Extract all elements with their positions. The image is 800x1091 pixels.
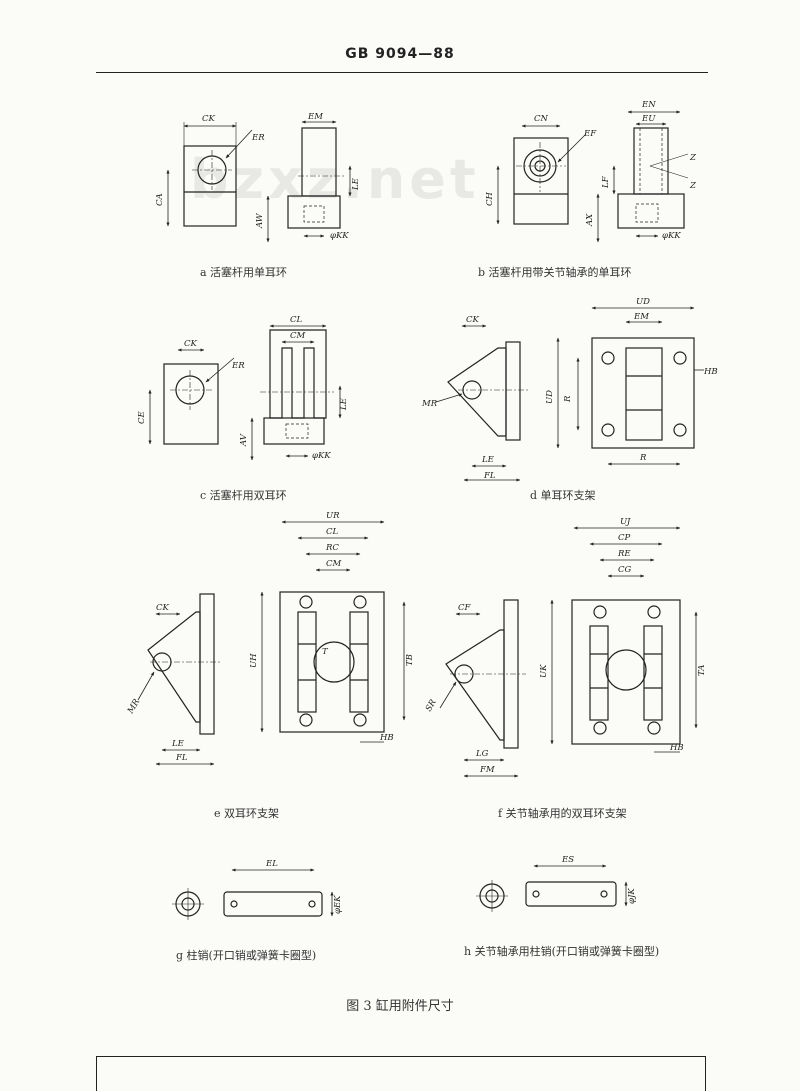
dim-label: RE [617, 549, 631, 559]
dim-label: UK [539, 664, 549, 678]
dim-label: HB [379, 733, 394, 743]
dim-label: R [639, 453, 647, 463]
dim-label: HB [669, 743, 684, 753]
dim-label: CA [155, 193, 165, 206]
dim-label: FL [483, 471, 496, 481]
dim-label: ES [561, 855, 574, 865]
dim-label: CK [466, 315, 480, 325]
dim-label: ER [251, 133, 265, 143]
dim-label: CK [202, 114, 216, 124]
caption-c: c 活塞杆用双耳环 [200, 489, 287, 502]
drawing-e [137, 520, 406, 766]
dim-label: LE [339, 397, 349, 411]
dim-label: CN [534, 114, 549, 124]
dim-label: CP [618, 533, 631, 543]
dim-label: CL [326, 527, 339, 537]
dim-label: UJ [620, 517, 631, 527]
dim-label: SR [424, 697, 439, 713]
dim-label: FL [175, 753, 188, 763]
figure-caption: 图 3 缸用附件尺寸 [346, 999, 454, 1014]
drawing-c [148, 324, 342, 461]
caption-f: f 关节轴承用的双耳环支架 [498, 807, 627, 820]
drawing-h [476, 864, 628, 912]
dim-label: AW [255, 212, 265, 229]
dim-label: CF [458, 603, 472, 613]
dim-label: CM [326, 559, 342, 569]
dim-label: CG [618, 565, 632, 575]
dim-label: LE [481, 455, 495, 465]
dim-label: φJK [627, 888, 637, 904]
caption-e: e 双耳环支架 [214, 807, 280, 820]
caption-h: h 关节轴承用柱销(开口销或弹簧卡圈型) [464, 945, 660, 958]
dim-label: φEK [333, 895, 343, 914]
dim-label: CL [290, 315, 303, 325]
dim-label: MR [125, 697, 142, 716]
dim-label: UD [636, 297, 650, 307]
dim-label: TA [697, 665, 707, 676]
dim-label: MR [421, 399, 438, 409]
drawing-f [439, 526, 698, 778]
drawing-g [172, 868, 334, 920]
caption-g: g 柱销(开口销或弹簧卡圈型) [176, 949, 317, 962]
dim-label: EM [307, 112, 323, 122]
drawing-a [166, 120, 352, 243]
caption-a: a 活塞杆用单耳环 [200, 266, 288, 279]
dim-label: T [322, 647, 329, 657]
dim-label: RC [325, 543, 339, 553]
dim-label: CH [485, 191, 495, 206]
drawing-d [435, 306, 704, 482]
dim-label: UD [545, 390, 555, 404]
dim-label: TB [405, 654, 415, 666]
dim-label: UR [326, 511, 340, 521]
dim-label: EU [641, 114, 656, 124]
header-rule [96, 72, 708, 73]
dim-label: FM [479, 765, 495, 775]
dim-label: CK [184, 339, 198, 349]
dim-label: EN [641, 100, 656, 110]
dim-label: φKK [662, 231, 681, 241]
dim-label: Z [689, 181, 697, 191]
dim-label: EF [583, 129, 597, 139]
dim-label: UH [249, 653, 259, 668]
bottom-frame [96, 1056, 706, 1091]
dim-label: AX [585, 213, 595, 227]
dim-label: LE [351, 177, 361, 191]
caption-b: b 活塞杆用带关节轴承的单耳环 [478, 266, 632, 279]
dim-label: LG [475, 749, 489, 759]
watermark: bzxz.net [190, 148, 480, 211]
dim-label: LE [171, 739, 185, 749]
dim-label: CM [290, 331, 306, 341]
dim-label: AV [239, 433, 249, 447]
dim-label: Z [689, 153, 697, 163]
dim-label: φKK [330, 231, 349, 241]
dim-label: φKK [312, 451, 331, 461]
caption-d: d 单耳环支架 [530, 489, 596, 502]
dim-label: R [563, 395, 573, 403]
dim-label: ER [231, 361, 245, 371]
dim-label: HB [703, 367, 718, 377]
standard-header: GB 9094—88 [345, 46, 455, 62]
dim-label: CE [137, 410, 147, 424]
dim-label: LF [601, 175, 611, 189]
drawing-b [496, 110, 689, 243]
dim-label: CK [156, 603, 170, 613]
dim-label: EM [633, 312, 649, 322]
dimension-labels: CK ER EM CA LE AW φKK CN EF EN EU Z Z CH… [125, 100, 717, 914]
dim-label: EL [265, 859, 278, 869]
